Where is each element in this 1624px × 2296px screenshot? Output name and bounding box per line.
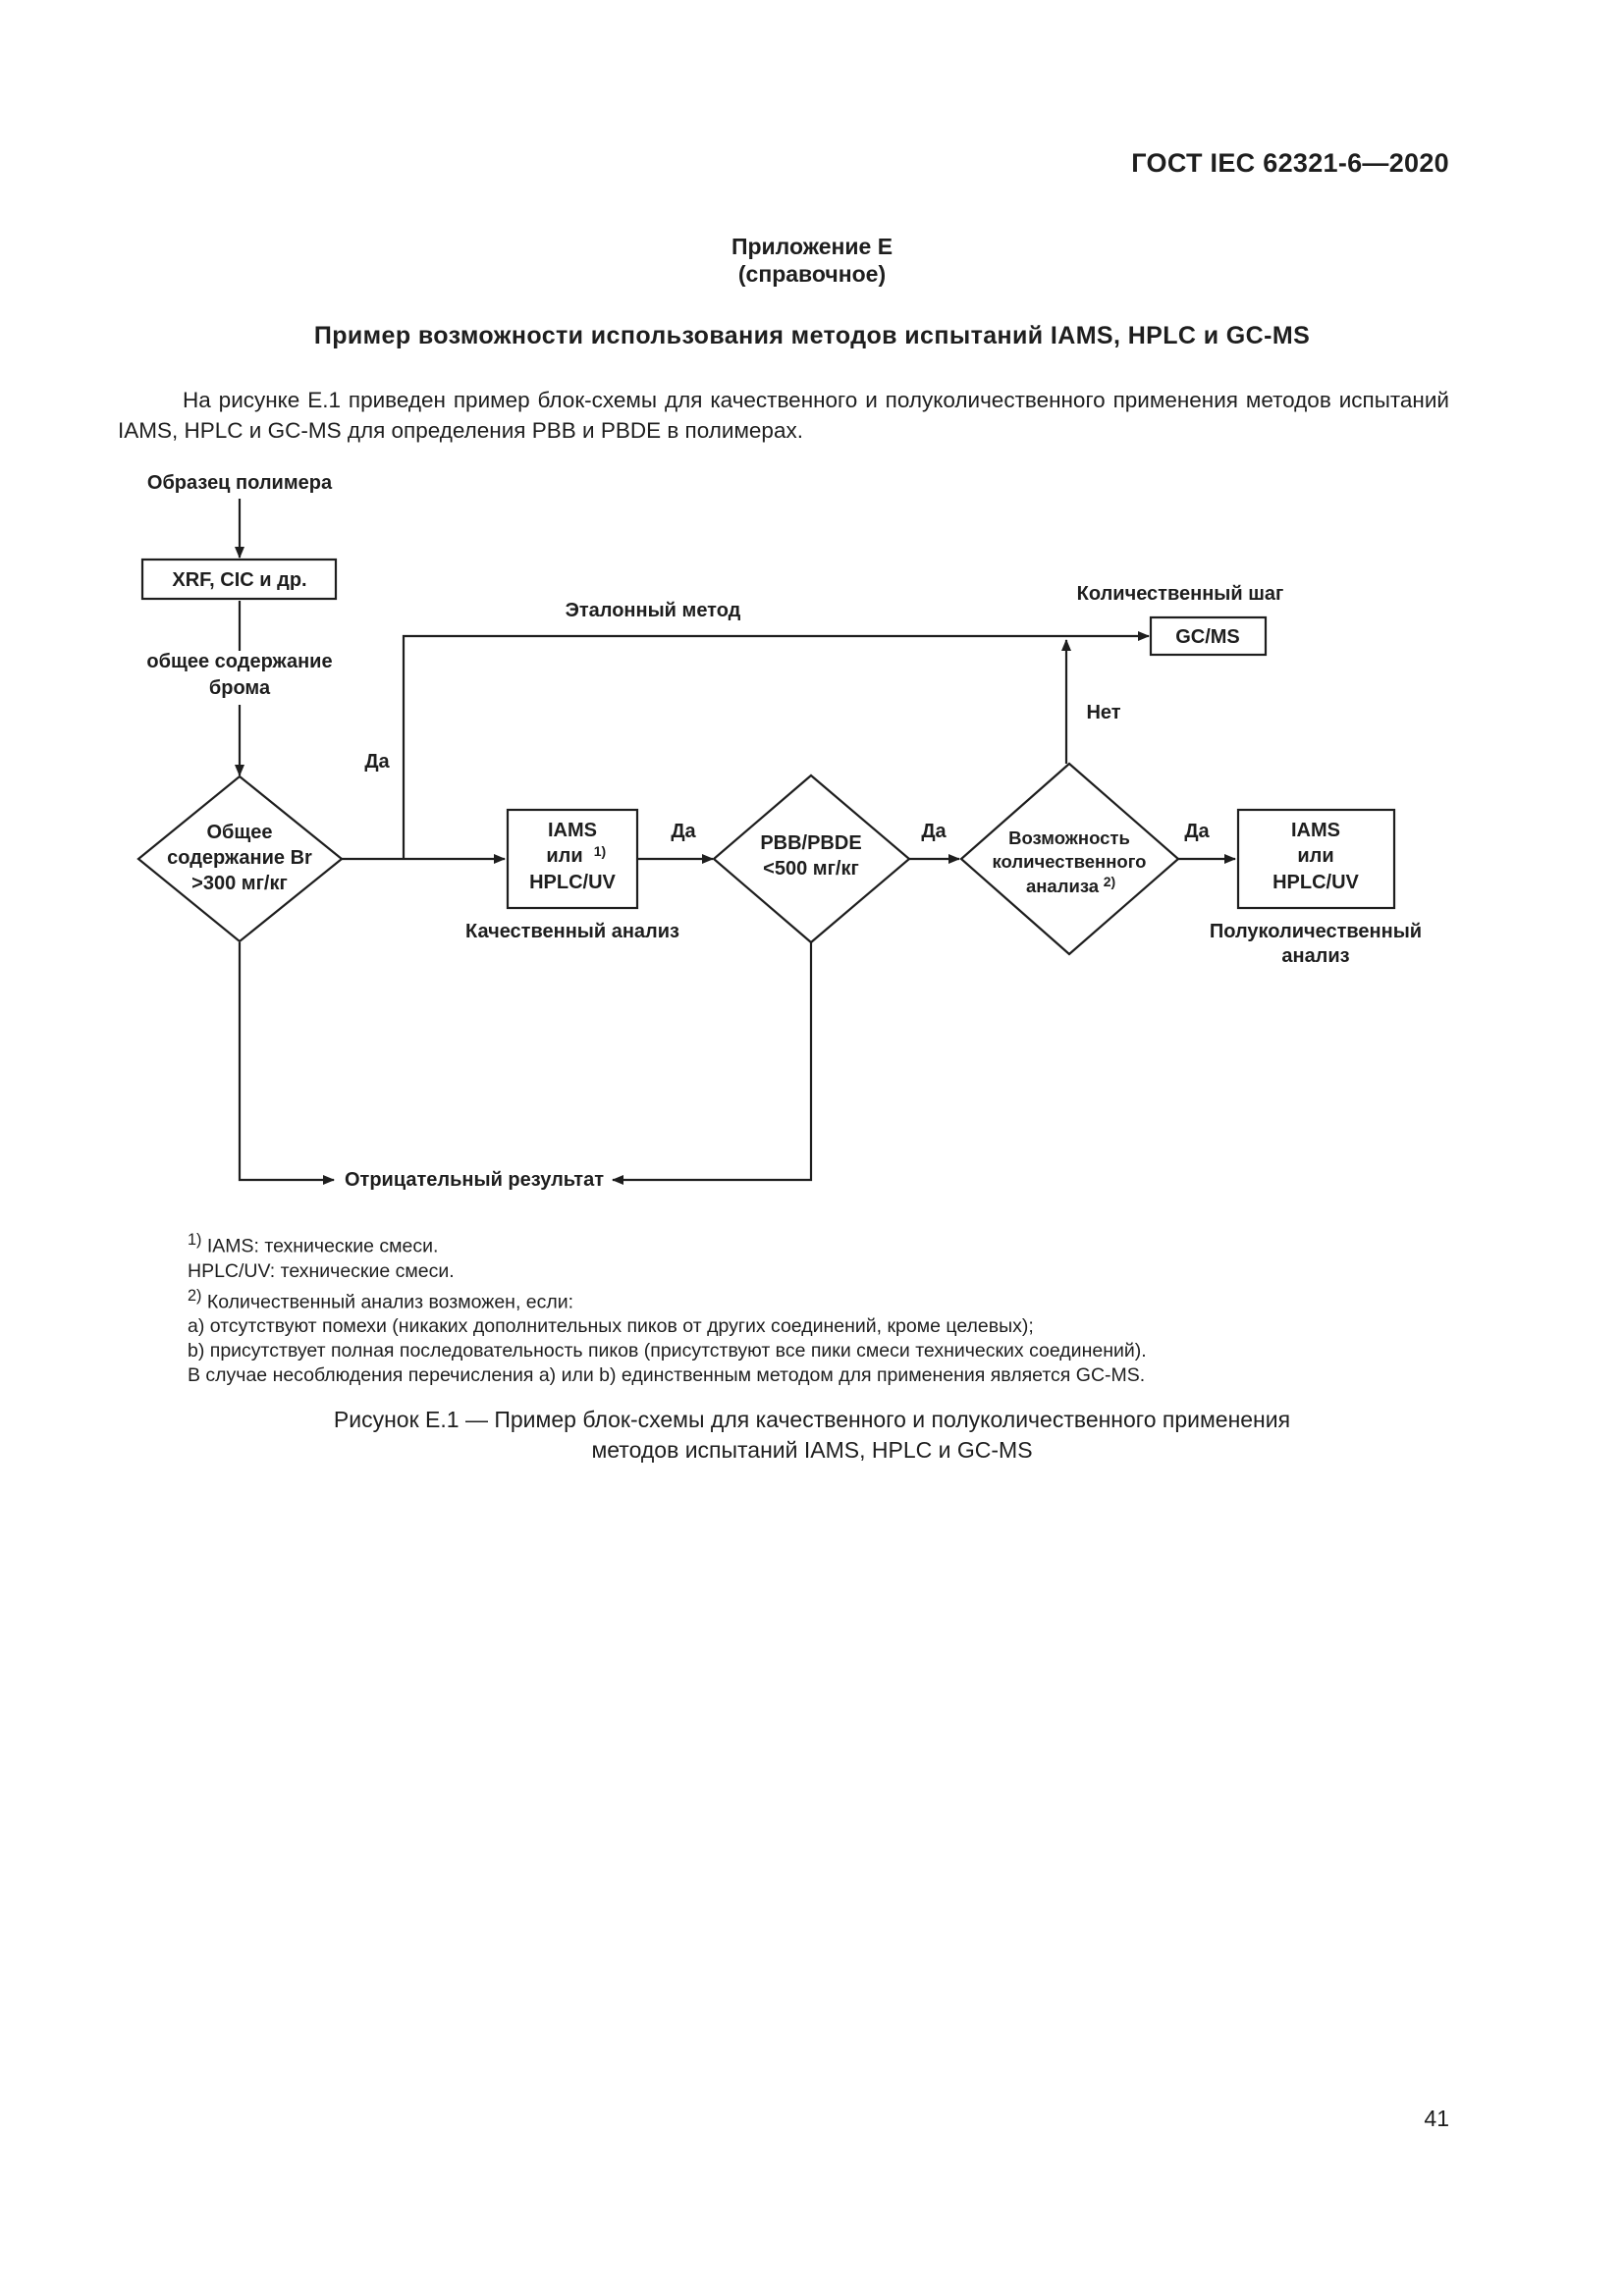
semiquant-label-line1: Полуколичественный: [1210, 921, 1422, 942]
note-2-text: Количественный анализ возможен, если:: [206, 1291, 574, 1312]
note-1: 1) IAMS: технические смеси.: [188, 1228, 1147, 1259]
flowchart: Образец полимера XRF, CIC и др. общее со…: [136, 472, 1422, 1191]
note-1-marker: 1): [188, 1231, 202, 1249]
decision-quant: [959, 762, 1180, 956]
decision-pbb-line2: <500 мг/кг: [763, 858, 859, 880]
figure-notes: 1) IAMS: технические смеси. HPLC/UV: тех…: [188, 1228, 1147, 1388]
yes-label-pbb: Да: [921, 821, 947, 842]
start-label: Образец полимера: [147, 472, 333, 494]
caption-line1: Рисунок Е.1 — Пример блок-схемы для каче…: [333, 1407, 1291, 1432]
note-2: 2) Количественный анализ возможен, если:: [188, 1284, 1147, 1315]
semiquant-box-line1: IAMS: [1291, 820, 1340, 841]
qual-box-line1: IAMS: [548, 820, 597, 841]
gcms-box-label: GC/MS: [1175, 626, 1240, 648]
screening-box-label: XRF, CIC и др.: [172, 569, 306, 591]
semiquant-box-line2: или: [1297, 845, 1333, 867]
note-2-conclusion: В случае несоблюдения перечисления а) ил…: [188, 1364, 1146, 1386]
decision-br-line3: >300 мг/кг: [191, 873, 288, 894]
negative-result-label: Отрицательный результат: [345, 1169, 604, 1191]
reference-method-label: Эталонный метод: [566, 600, 741, 621]
qual-analysis-label: Качественный анализ: [465, 921, 679, 942]
decision-quant-line1: Возможность: [1008, 828, 1130, 848]
qual-box-footnote-ref: 1): [594, 843, 606, 859]
yes-label-quant: Да: [1184, 821, 1210, 842]
qual-analysis-box: [506, 808, 639, 910]
decision-quant-line3: анализа: [1026, 876, 1100, 896]
line-pbb-to-negative: [612, 942, 813, 1185]
semiquant-label-line2: анализ: [1281, 945, 1349, 967]
decision-quant-footnote-ref: 2): [1104, 874, 1115, 889]
bromine-label-line2: брома: [209, 677, 271, 699]
qual-box-line3: HPLC/UV: [529, 872, 616, 893]
semiquant-analysis-box: [1236, 808, 1396, 910]
note-2-item-b: b) присутствует полная последовательност…: [188, 1340, 1147, 1362]
note-1-text: IAMS: технические смеси.: [206, 1235, 439, 1257]
yes-label-qual: Да: [671, 821, 696, 842]
decision-pbb-line1: PBB/PBDE: [760, 832, 861, 854]
yes-label-reference: Да: [364, 751, 390, 773]
flowchart-connectors: [235, 499, 1236, 1185]
line-reference-method: [402, 634, 1141, 859]
line-br-to-negative: [238, 942, 335, 1185]
note-1-line2: HPLC/UV: технические смеси.: [188, 1259, 455, 1282]
qual-box-line2: или: [546, 845, 582, 867]
note-2-item-a: a) отсутствуют помехи (никаких дополните…: [188, 1315, 1034, 1337]
decision-br-line1: Общее: [206, 822, 272, 843]
decision-pbb: [712, 774, 911, 944]
bromine-label-line1: общее содержание: [146, 651, 332, 672]
appendix-title: Приложение Е: [731, 234, 893, 259]
semiquant-box-line3: HPLC/UV: [1272, 872, 1359, 893]
no-label: Нет: [1086, 702, 1120, 723]
flowchart-shapes: [136, 558, 1396, 956]
decision-quant-line2: количественного: [993, 851, 1147, 872]
intro-paragraph: На рисунке Е.1 приведен пример блок-схем…: [118, 388, 1449, 443]
decision-br-line2: содержание Br: [167, 847, 312, 869]
gcms-box: [1149, 615, 1268, 657]
appendix-kind: (справочное): [737, 261, 887, 287]
page-number: 41: [1424, 2106, 1449, 2131]
document-code: ГОСТ IEC 62321-6—2020: [1131, 148, 1449, 178]
caption-line2: методов испытаний IAMS, HPLC и GC-MS: [591, 1437, 1033, 1463]
quant-step-label: Количественный шаг: [1077, 583, 1284, 605]
section-title: Пример возможности использования методов…: [313, 322, 1311, 349]
screening-box: [140, 558, 338, 601]
decision-br: [136, 774, 344, 943]
note-2-marker: 2): [188, 1286, 202, 1305]
figure-caption: Рисунок Е.1 — Пример блок-схемы для каче…: [0, 1405, 1624, 1466]
